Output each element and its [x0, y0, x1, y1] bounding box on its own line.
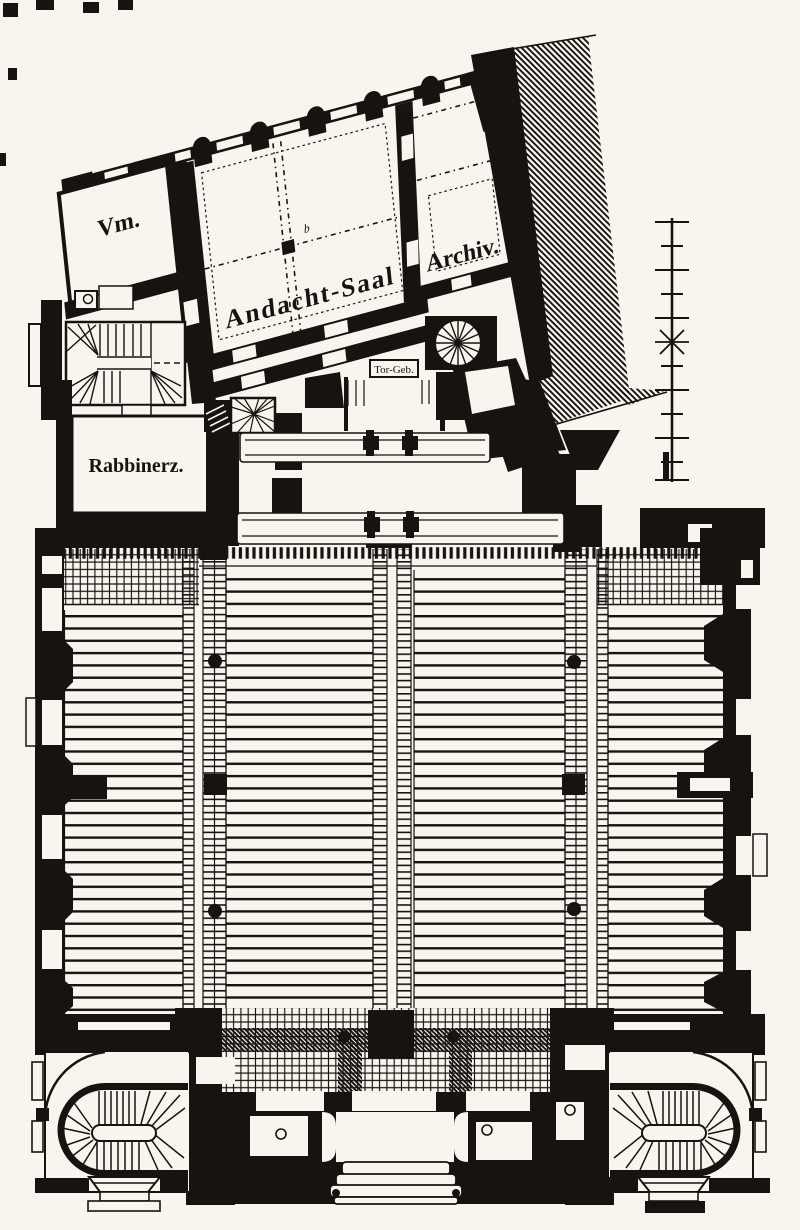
svg-text:Rabbinerz.: Rabbinerz. — [89, 455, 184, 477]
svg-text:Tor-Geb.: Tor-Geb. — [374, 364, 414, 376]
svg-text:b: b — [303, 221, 310, 236]
